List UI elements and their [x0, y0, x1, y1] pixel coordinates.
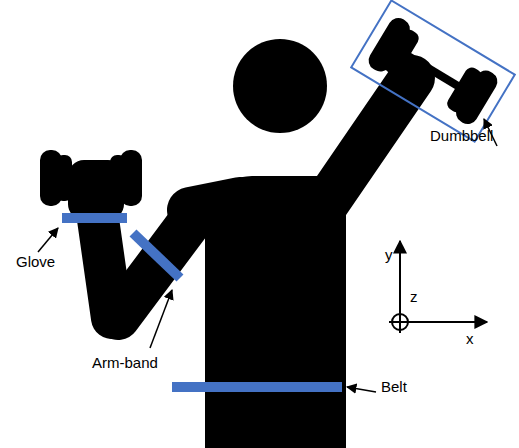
dumbbell-bar [66, 173, 116, 181]
callout-label: Glove [16, 253, 55, 271]
dumbbell-plate [382, 27, 421, 77]
leader-arrow [347, 387, 376, 392]
person-silhouette [68, 39, 412, 448]
axis-label: y [385, 246, 393, 264]
dumbbell-bar [405, 52, 461, 90]
callout-label: Dumbbell [430, 127, 493, 145]
right-dumbbell [351, 0, 515, 141]
highlight-box [351, 0, 515, 141]
leader-arrow [38, 228, 58, 252]
leader-arrow [150, 290, 172, 348]
axes-symbol [389, 241, 487, 333]
left-dumbbell [40, 150, 142, 206]
axis-label: x [466, 330, 474, 348]
axis-label: z [410, 288, 418, 306]
dumbbell-plate [452, 67, 501, 128]
callout-label: Arm-band [92, 354, 158, 372]
y-axis [399, 241, 401, 314]
head [233, 39, 327, 133]
arm-band [133, 233, 180, 278]
glove-band [62, 213, 127, 223]
belt-band [172, 382, 342, 392]
x-axis [408, 321, 487, 323]
callout-label: Belt [381, 378, 407, 396]
dumbbell-plate [120, 150, 142, 206]
z-axis-cross [389, 321, 411, 323]
